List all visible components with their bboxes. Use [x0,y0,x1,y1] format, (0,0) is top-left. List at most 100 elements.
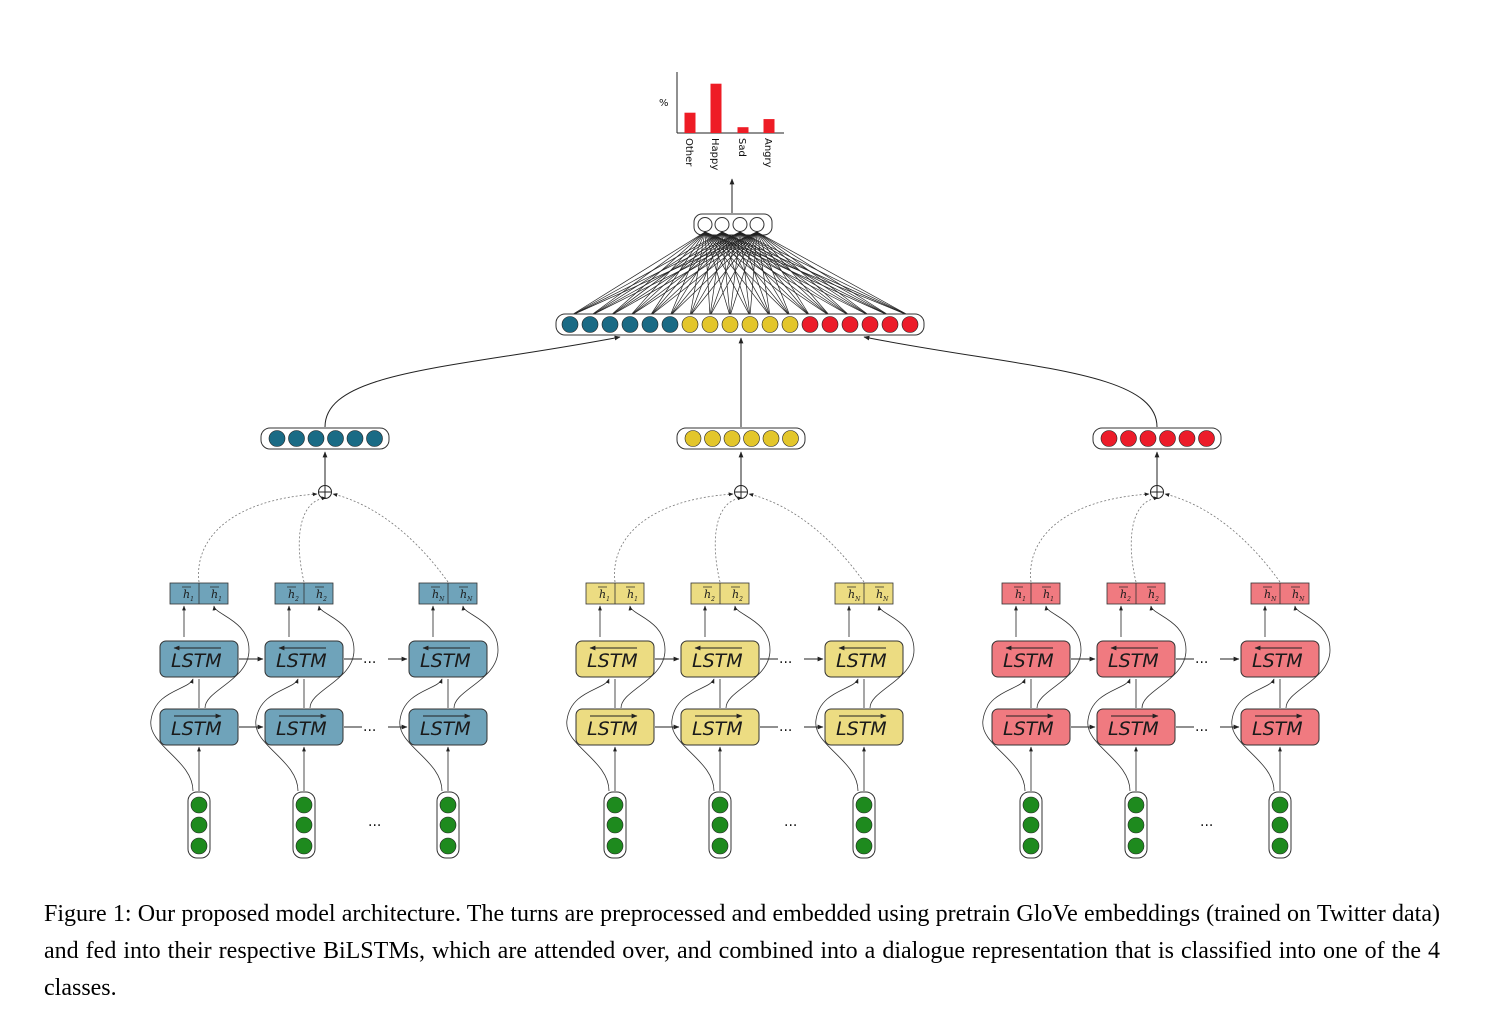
dense-edge [609,231,741,317]
turn1-embedding-node [295,796,313,814]
h-backward-label: h1 [183,588,194,603]
dense-edge [669,231,706,317]
lstm-label: LSTM [587,650,638,672]
turn3-embedding-node [1271,837,1289,855]
turn2-embedding-node [606,837,624,855]
dense-edge [739,231,871,317]
turn1-vector-node [366,430,383,447]
dense-edge [704,231,831,317]
dense-edge [629,231,706,317]
lstm-label: LSTM [1003,650,1054,672]
turn2-recurrent-ellipsis: ... [779,719,792,735]
turn2-vector-node [782,430,799,447]
turn3-lstm-backward [1096,640,1176,678]
dense-edge [721,231,791,317]
lstm-label: LSTM [1108,718,1159,740]
dense-connections [569,231,911,317]
turn2-attention-edge [614,492,734,583]
dense-edge [689,231,741,317]
dense-edge [669,231,758,317]
dense-edge [704,231,771,317]
dense-edge [704,231,711,317]
dense-edge [689,231,723,317]
turn3-emb-to-bw-edge [982,678,1026,792]
lstm-label: LSTM [587,718,638,740]
dense-edge [756,231,771,317]
turn3-embedding-node [1022,837,1040,855]
dense-edge [629,231,723,317]
dense-edge [589,231,741,317]
h-backward-label: h1 [1015,588,1026,603]
turn1-vector-node [307,430,325,447]
turn3-recurrent-ellipsis: ... [1195,719,1208,735]
turn3-embedding-node [1271,816,1289,834]
concat-node [561,316,579,333]
bar-angry [763,119,775,133]
turn2-embedding-node [606,816,624,834]
turn3-hidden-state: h1 h1 [1001,582,1061,605]
turn3-fw-to-h-edge [1141,605,1187,709]
dense-edge [756,231,871,317]
h-backward-label: h2 [288,588,299,603]
turn3-vector-node [1159,430,1176,447]
concat-node [881,316,899,333]
concat-node [721,316,739,333]
dense-edge [569,231,706,317]
turn2-attention-edge [748,493,865,583]
lstm-label: LSTM [1252,650,1303,672]
dense-edge [721,231,911,317]
lstm-label: LSTM [836,718,887,740]
lstm-label: LSTM [276,718,327,740]
turn2-vector-node [762,430,780,447]
turn2-emb-to-bw-edge [566,678,610,792]
dense-edge [689,231,758,317]
figure-caption: Figure 1: Our proposed model architectur… [44,901,1440,1001]
turn2-vector-node [684,430,702,447]
output-node [714,217,730,232]
turn2-vector-node [704,430,721,447]
dense-edge [704,231,851,317]
concat-node [641,316,659,333]
dense-edge [756,231,851,317]
turn1-embedding-ellipsis: ... [368,814,381,830]
turn3-embedding-node [1022,796,1040,814]
dense-edge [629,231,741,317]
dense-edge [739,231,891,317]
turn3-embedding-node [1127,796,1145,814]
turn3-fw-to-h-edge [1285,605,1331,709]
dense-edge [739,231,751,317]
turn1-recurrent-ellipsis: ... [363,719,376,735]
turn1-vector-node [268,430,286,447]
dense-edge [589,231,706,317]
dense-edge [689,231,706,317]
output-node [749,217,765,232]
turn3-vector-node [1100,430,1118,447]
concat-node [701,316,719,333]
bar-sad [737,127,749,133]
concat-node [761,316,779,333]
turn2-lstm-backward [575,640,655,678]
turn1-vector-node [288,430,305,447]
concat-node [661,316,679,333]
turn1-embedding-node [439,816,457,834]
dense-edge [704,231,871,317]
turn2-attention-edge [714,496,743,583]
turn2-embedding-ellipsis: ... [784,814,797,830]
dense-edge [609,231,706,317]
turn1-attention-edge [332,493,449,583]
bar-label-angry: Angry [762,138,773,168]
turn1-embedding-node [190,796,208,814]
dense-edge [649,231,706,317]
dense-edge [756,231,831,317]
turn2-embedding-node [855,837,873,855]
lstm-label: LSTM [420,718,471,740]
dense-edge [709,231,758,317]
h-forward-label: h1 [1043,588,1054,603]
